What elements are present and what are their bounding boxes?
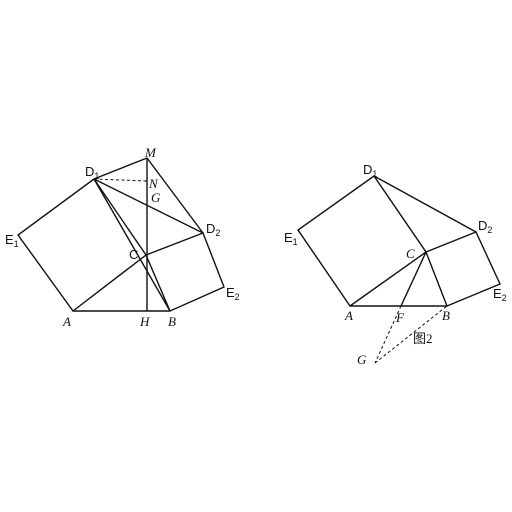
segment-d1-b <box>93 178 171 312</box>
segment-d1-d2 <box>373 175 477 233</box>
square-b-c-d2-e2 <box>425 231 501 307</box>
dashed-g-b <box>374 305 448 364</box>
segment-c-f <box>400 251 427 307</box>
segment-d1-d2 <box>93 178 204 234</box>
label-g: G <box>151 190 161 205</box>
dashed-d1-n <box>93 178 148 182</box>
label-e2: E2 <box>493 286 507 303</box>
label-d1: D1 <box>85 164 99 181</box>
label-e1: E1 <box>284 230 298 247</box>
figure-2: D1 E1 C D2 E2 A F B G 图2 <box>284 162 507 367</box>
label-h: H <box>139 314 150 329</box>
label-f: F <box>395 310 405 325</box>
label-b: B <box>442 308 450 323</box>
segment-m-d2 <box>146 157 204 234</box>
label-c: C <box>129 247 138 262</box>
label-a: A <box>62 314 71 329</box>
figure-caption: 图2 <box>413 331 433 346</box>
label-e1: E1 <box>5 232 19 249</box>
label-d2: D2 <box>478 218 492 235</box>
label-g: G <box>357 352 367 367</box>
square-a-c-d1-e1 <box>297 175 427 307</box>
segment-d1-m <box>93 157 148 180</box>
label-b: B <box>168 314 176 329</box>
label-d2: D2 <box>206 221 220 238</box>
label-m: M <box>144 145 157 160</box>
label-d1: D1 <box>363 162 377 179</box>
label-n: N <box>148 176 159 191</box>
square-a-c-d1-e1 <box>17 178 147 312</box>
dashed-f-g <box>374 305 402 364</box>
label-a: A <box>344 308 353 323</box>
square-b-c-d2-e2 <box>145 232 225 312</box>
label-e2: E2 <box>226 285 240 302</box>
label-c: C <box>406 246 415 261</box>
figure-1: M D1 N G E1 C D2 E2 A H B <box>5 145 240 329</box>
